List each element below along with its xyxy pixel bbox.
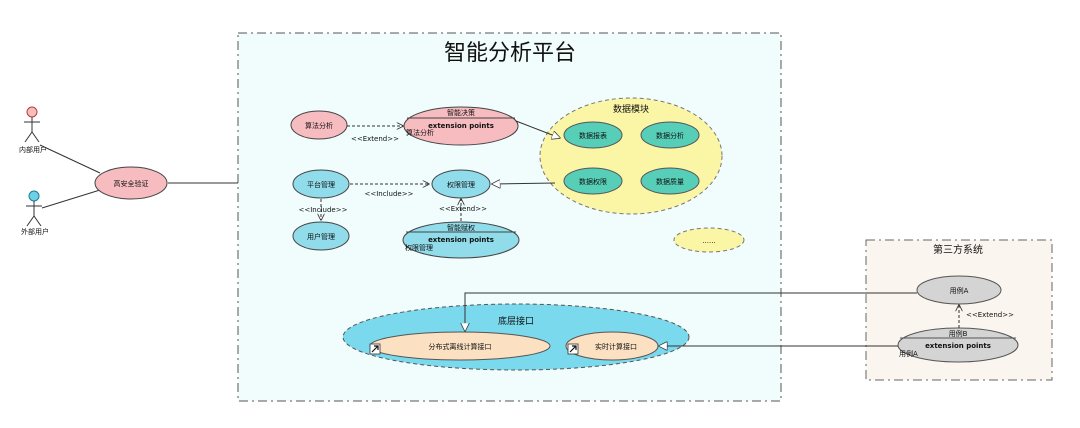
data-permission-usecase[interactable] (563, 167, 623, 195)
realtime-compute-usecase[interactable] (565, 331, 659, 361)
perm-mgmt-usecase[interactable] (431, 169, 491, 199)
data-analysis-label: 数据分析 (656, 131, 684, 140)
decision-ext-title: 智能决策 (447, 108, 475, 117)
algo-analysis-usecase[interactable] (290, 110, 348, 140)
user-mgmt-label: 用户管理 (307, 232, 335, 241)
realtime-compute-label: 实时计算接口 (595, 342, 637, 351)
extend-grant-label: <<Extend>> (439, 205, 487, 213)
actor-external (26, 190, 42, 227)
data-module[interactable] (539, 97, 723, 215)
data-permission-label: 数据权限 (579, 177, 607, 186)
case-a-label: 用例A (950, 286, 969, 295)
more-usecase[interactable] (673, 227, 745, 253)
include-platform-user-label: <<Include>> (299, 206, 348, 214)
data-analysis-usecase[interactable] (640, 121, 700, 149)
case-b-usecase[interactable] (897, 327, 1019, 363)
data-quality-usecase[interactable] (640, 167, 700, 195)
user-mgmt-usecase[interactable] (292, 221, 350, 251)
platform-mgmt-usecase[interactable] (292, 169, 350, 199)
case-b-title: 用例B (949, 329, 968, 338)
grant-ext-usecase[interactable] (402, 221, 520, 259)
include-platform-perm-label: <<Include>> (365, 190, 414, 198)
decision-ext-usecase[interactable] (403, 106, 519, 146)
data-quality-label: 数据质量 (656, 177, 684, 186)
actor-internal-label: 内部用户 (19, 145, 47, 154)
extend-algo-label: <<Extend>> (351, 135, 399, 143)
case-a-usecase[interactable] (916, 275, 1002, 305)
decision-ext-points: extension points (428, 122, 494, 130)
grant-ext-points: extension points (428, 236, 494, 244)
auth-label: 高安全验证 (114, 179, 149, 188)
grant-ext-title: 智能赋权 (447, 223, 475, 232)
assoc-data-perm (492, 183, 556, 184)
platform-mgmt-label: 平台管理 (307, 180, 335, 189)
assoc-casea-offline (465, 292, 917, 331)
more-usecase-label: ...... (702, 237, 715, 245)
assoc-decision-data (515, 120, 560, 138)
data-module-title: 数据模块 (613, 103, 649, 115)
grant-ext-item: 权限管理 (405, 243, 433, 252)
offline-compute-label: 分布式离线计算接口 (429, 342, 492, 351)
assoc-external-auth (41, 189, 101, 209)
data-report-label: 数据报表 (579, 131, 607, 140)
assoc-internal-auth (39, 144, 101, 174)
perm-mgmt-label: 权限管理 (447, 180, 475, 189)
actor-external-label: 外部用户 (21, 227, 49, 236)
bottom-title: 底层接口 (498, 315, 534, 327)
decision-ext-item: 算法分析 (406, 128, 434, 137)
case-b-item: 用例A (899, 349, 918, 358)
extend-third-label: <<Extend>> (966, 311, 1014, 319)
case-b-points: extension points (925, 342, 991, 350)
third-party-title: 第三方系统 (933, 243, 983, 256)
platform-title: 智能分析平台 (444, 41, 576, 66)
auth-usecase[interactable] (94, 166, 168, 200)
data-report-usecase[interactable] (563, 121, 623, 149)
actor-internal (24, 106, 40, 143)
algo-analysis-label: 算法分析 (305, 121, 333, 130)
